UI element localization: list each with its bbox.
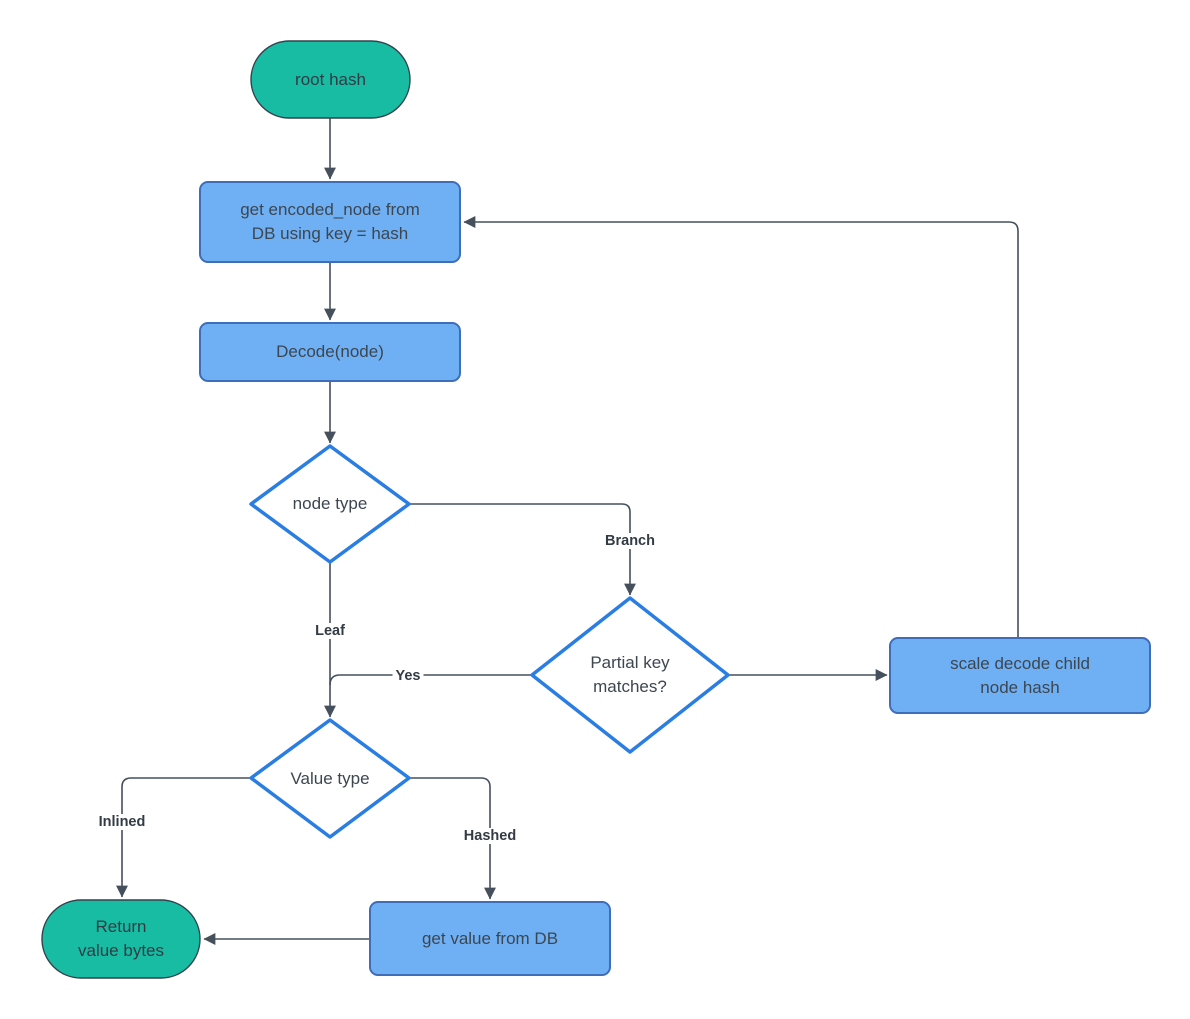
node-node-type-shape	[249, 444, 411, 564]
edge-value-type-hashed-to-get-value	[409, 777, 496, 900]
edge-partial-yes-merge	[329, 674, 532, 686]
node-get-encoded-node-shape	[199, 181, 461, 263]
node-decode-node-shape	[199, 322, 461, 382]
node-get-value-from-db-shape	[369, 901, 611, 976]
edge-scale-decode-loop-to-get-encoded	[463, 216, 1019, 638]
node-value-type-shape	[249, 718, 411, 839]
node-scale-decode-child-shape	[889, 637, 1151, 714]
node-return-value-bytes-shape	[41, 899, 201, 979]
node-partial-key-matches-shape	[530, 596, 730, 754]
edge-value-type-inlined-to-return	[116, 777, 251, 898]
edge-node-type-branch-to-partial	[409, 503, 636, 596]
node-root-hash-shape	[250, 40, 411, 119]
